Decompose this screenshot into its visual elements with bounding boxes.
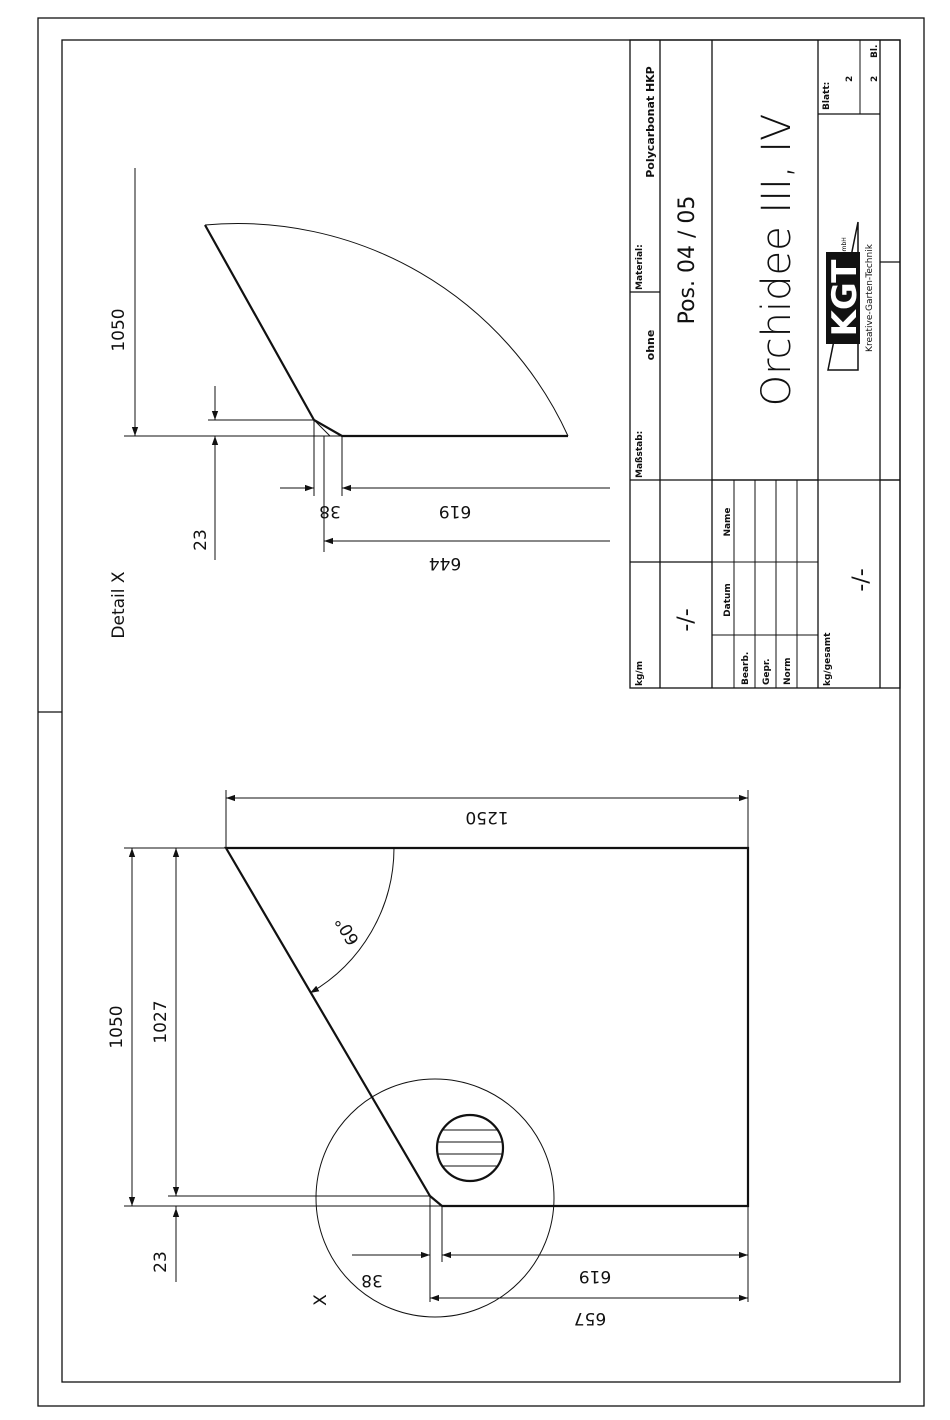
detail-view: Detail X 1050 23 38 619 644	[109, 168, 610, 639]
detail-arc	[205, 224, 568, 436]
dim-text-619: 619	[579, 1266, 611, 1286]
main-view: X 1250 1050 1027 23 38 619 657 60°	[107, 790, 748, 1328]
detail-marker-x: X	[311, 1294, 331, 1306]
datum-label: Datum	[723, 583, 733, 617]
norm-label: Norm	[783, 657, 793, 685]
kg-gesamt-label: kg/gesamt	[823, 632, 833, 686]
sheet-total-suffix: Bl.	[870, 45, 880, 58]
dim-text-1050-detail: 1050	[109, 308, 129, 351]
name-label: Name	[723, 507, 733, 536]
dim-text-38-detail: 38	[319, 501, 341, 521]
sheet-number: 2	[845, 76, 855, 82]
hole-circle	[437, 1115, 503, 1181]
sheet-label: Blatt:	[822, 82, 832, 110]
position-number: Pos. 04 / 05	[675, 196, 700, 325]
detail-circle	[316, 1079, 554, 1317]
gepr-label: Gepr.	[762, 658, 772, 685]
kg-m-value: -/-	[674, 608, 699, 631]
dim-text-38: 38	[361, 1270, 383, 1290]
material-value: Polycarbonat HKP	[644, 66, 657, 178]
detail-label: Detail X	[109, 571, 129, 638]
dim-text-657: 657	[574, 1308, 606, 1328]
part-name: Orchidee III, IV	[754, 114, 800, 407]
main-part-outline	[226, 848, 748, 1206]
dim-text-1250: 1250	[465, 807, 508, 827]
scale-value: ohne	[644, 330, 657, 361]
logo-gmbh: GmbH	[841, 237, 848, 256]
kgt-logo: KGT GmbH Kreative-Garten-Technik	[825, 222, 875, 370]
scale-label: Maßstab:	[635, 431, 645, 478]
logo-text: KGT	[825, 259, 865, 337]
detail-part-outline	[205, 225, 568, 436]
sheet-total: 2	[870, 76, 880, 82]
dim-text-619-detail: 619	[439, 501, 471, 521]
dim-text-23-detail: 23	[191, 529, 211, 551]
logo-subtext: Kreative-Garten-Technik	[865, 243, 875, 352]
title-block: kg/m -/- Maßstab: ohne Material: Polycar…	[630, 40, 900, 688]
dim-text-23: 23	[151, 1251, 171, 1273]
dim-text-1050: 1050	[107, 1005, 127, 1048]
dim-text-1027: 1027	[151, 1000, 171, 1043]
kg-m-label: kg/m	[635, 661, 645, 686]
material-label: Material:	[635, 244, 645, 290]
bearb-label: Bearb.	[741, 652, 751, 685]
dim-text-644-detail: 644	[429, 553, 461, 573]
angle-text-60: 60°	[331, 912, 363, 948]
kg-gesamt-value: -/-	[849, 568, 874, 591]
